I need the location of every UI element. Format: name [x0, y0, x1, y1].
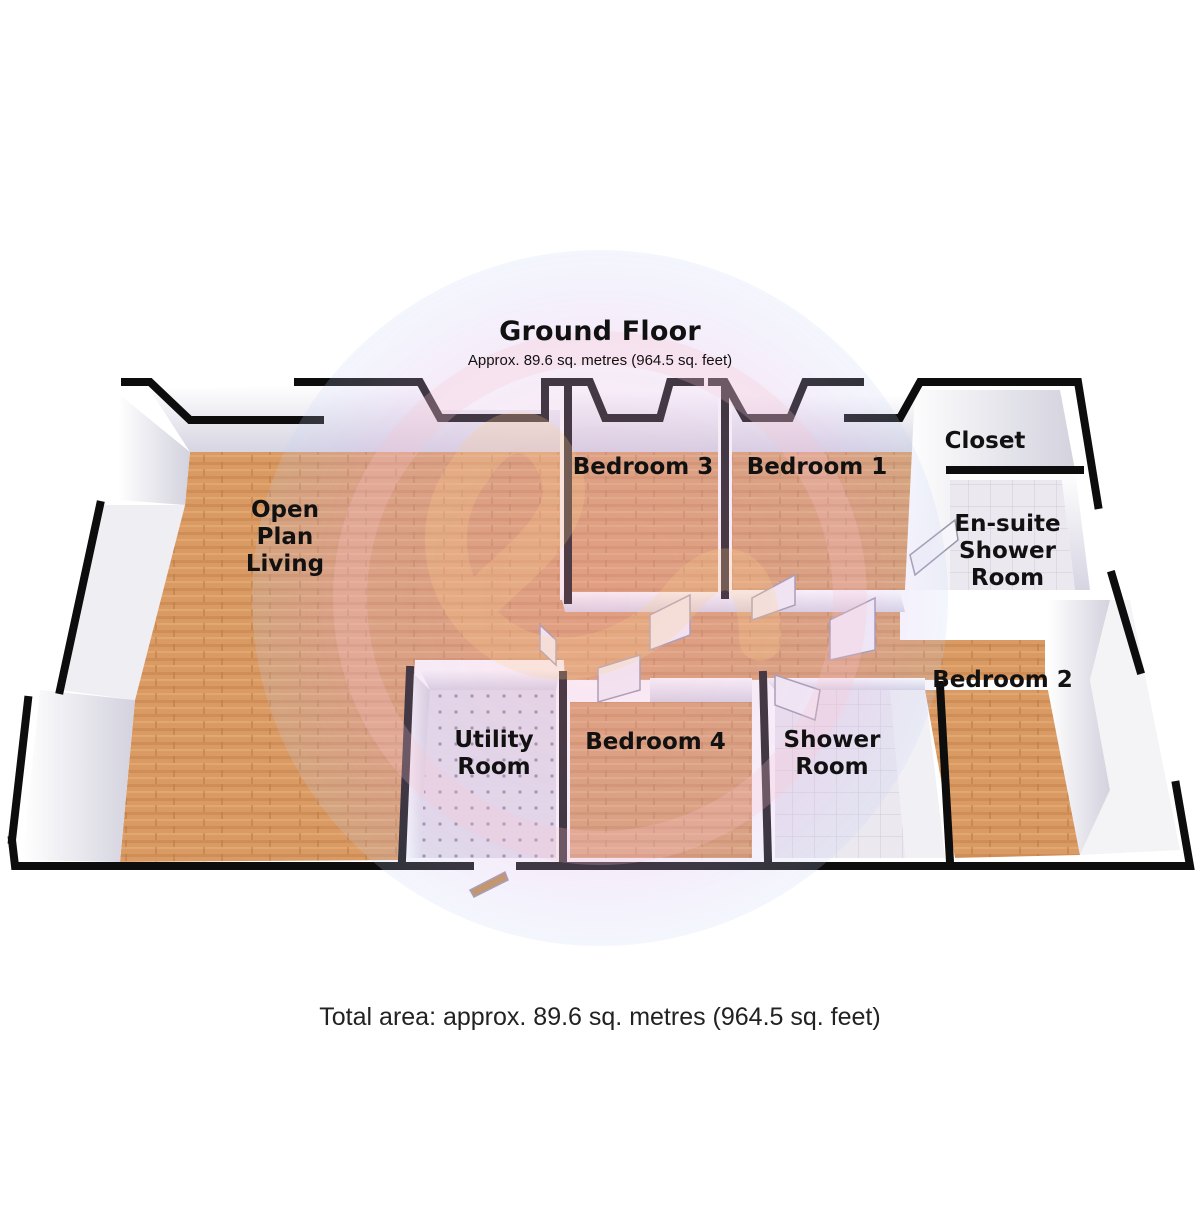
watermark-mark: [425, 411, 781, 680]
room-label-utility-room: Utility Room: [454, 727, 534, 780]
room-label-open-plan-living: Open Plan Living: [245, 497, 325, 577]
floor-title: Ground Floor: [499, 316, 701, 347]
watermark-logo: [252, 250, 948, 946]
watermark-ring: [333, 331, 867, 865]
bottom-wall: [7, 835, 474, 870]
left-wall-face-lower: [22, 690, 135, 862]
room-label-shower-room: Shower Room: [783, 727, 881, 780]
bedroom-2-floor: [925, 690, 1080, 858]
room-label-bedroom-3: Bedroom 3: [572, 454, 714, 480]
top-left-wall: [121, 378, 324, 424]
right-wall: [1107, 570, 1145, 675]
room-label-closet: Closet: [944, 428, 1026, 454]
watermark-circle: [252, 250, 948, 946]
left-wall-upper: [55, 500, 105, 695]
room-label-ensuite-shower-room: En-suite Shower Room: [954, 511, 1061, 591]
total-area-caption: Total area: approx. 89.6 sq. metres (964…: [319, 1003, 881, 1031]
right-end-wall: [1080, 600, 1180, 855]
left-wall-face-upper: [118, 395, 190, 505]
room-label-bedroom-1: Bedroom 1: [746, 454, 888, 480]
room-label-bedroom-2: Bedroom 2: [932, 667, 1073, 693]
bedroom-2-wall: [1048, 600, 1110, 855]
floor-area-note: Approx. 89.6 sq. metres (964.5 sq. feet): [467, 352, 733, 369]
ensuite-floor: [950, 480, 1075, 590]
left-wall-lower: [7, 695, 33, 845]
interior-wall-shower: [935, 680, 955, 867]
ensuite-walls: [950, 470, 1090, 590]
room-label-bedroom-4: Bedroom 4: [585, 729, 726, 755]
